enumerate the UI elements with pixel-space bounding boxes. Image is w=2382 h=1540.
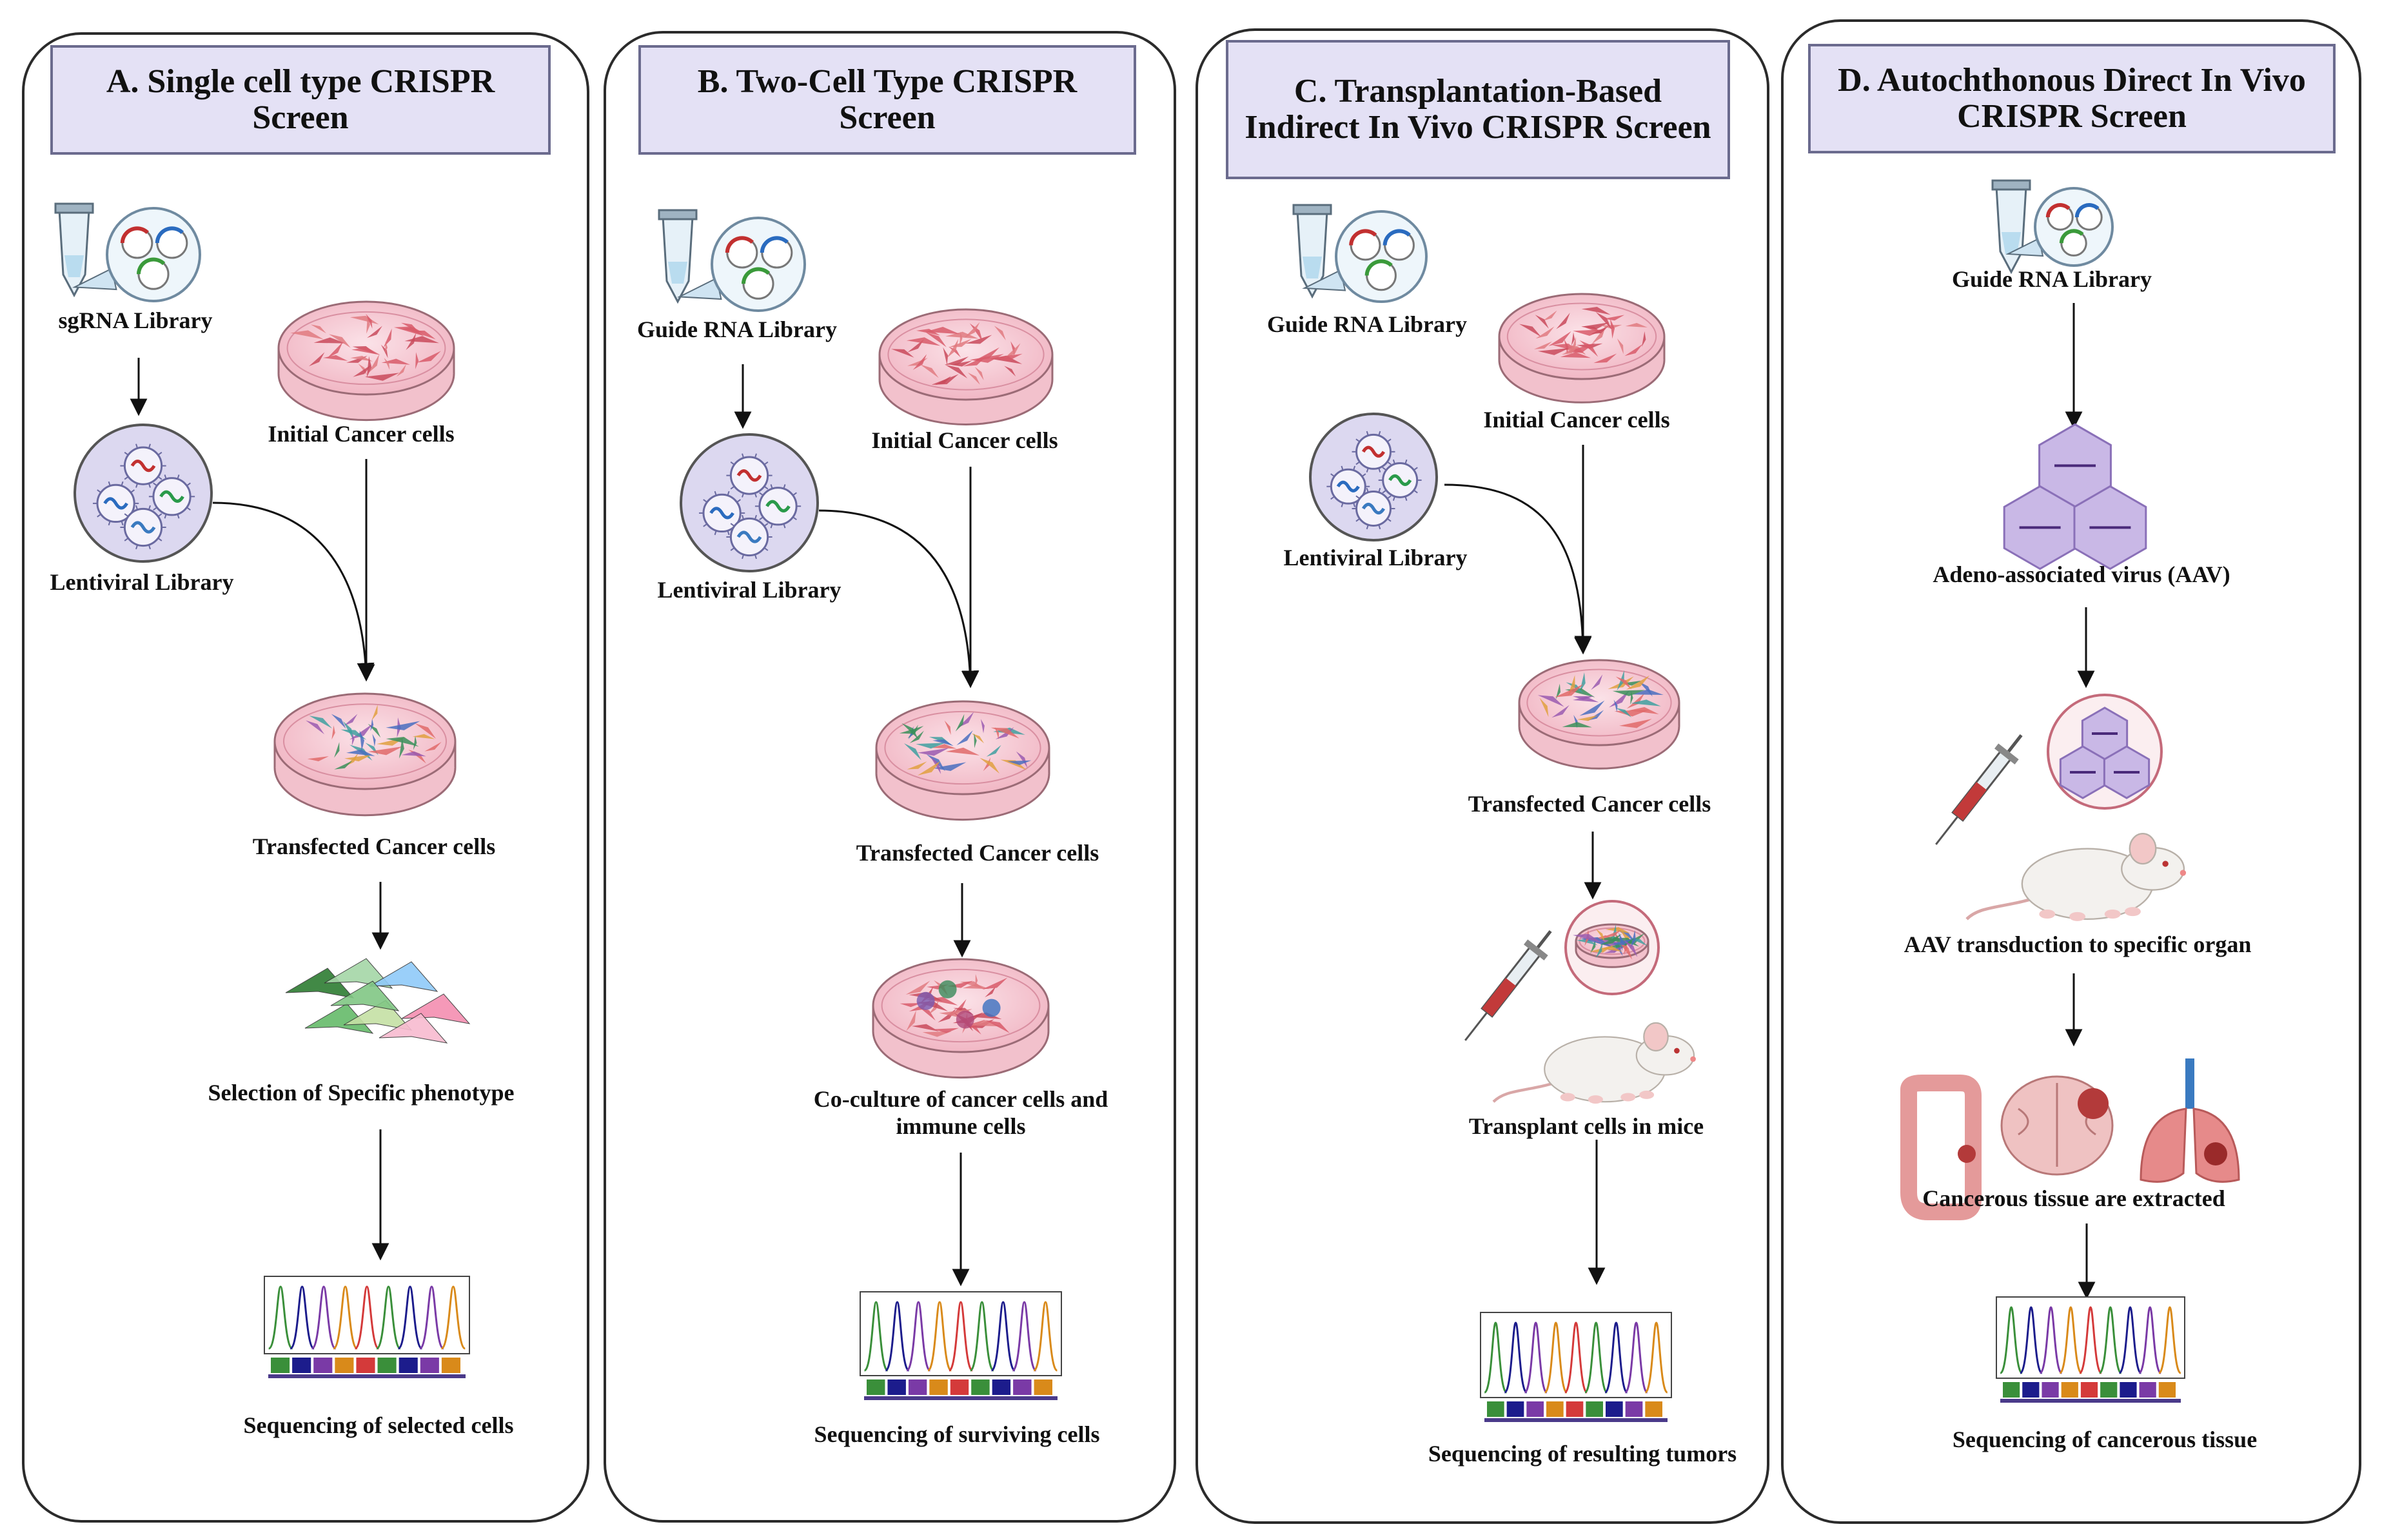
panel-b-lentivirus-icon xyxy=(680,433,819,572)
arrow-a-lentiviral-to-transfected xyxy=(212,502,375,681)
panel-d-guide-rna-label: Guide RNA Library xyxy=(1951,266,2152,292)
sequence-bar xyxy=(268,1358,466,1378)
panel-c-transfected-dish-icon xyxy=(1518,659,1680,770)
panel-d-tissue-label: Cancerous tissue are extracted xyxy=(1922,1185,2225,1211)
panel-c-lentiviral-label: Lentiviral Library xyxy=(1283,545,1468,570)
panel-b-plasmid-icon xyxy=(676,217,806,312)
panel-c-frame xyxy=(1196,28,1769,1524)
arrow-c-lentiviral-to-transfected xyxy=(1444,483,1592,655)
panel-c-tube-icon xyxy=(1292,204,1332,299)
panel-c-title: C. Transplantation-Based Indirect In Viv… xyxy=(1226,40,1730,179)
panel-c-plasmid-icon xyxy=(1302,210,1428,303)
panel-c-initial-dish-icon xyxy=(1498,293,1666,404)
panel-b-coculture-dish-icon xyxy=(872,958,1050,1079)
sequence-bar xyxy=(2000,1382,2181,1403)
panel-a-selection-label: Selection of Specific phenotype xyxy=(208,1080,515,1106)
panel-d-title: D. Autochthonous Direct In Vivo CRISPR S… xyxy=(1808,44,2336,153)
panel-c-zoom-cells-icon xyxy=(1573,923,1649,968)
panel-a-plasmid-icon xyxy=(72,207,201,302)
panel-b-transfected-label: Transfected Cancer cells xyxy=(856,840,1099,866)
panel-d-zoom-aav-icon xyxy=(2059,707,2151,799)
panel-b-coculture-label: Co-culture of cancer cells and immune ce… xyxy=(813,1086,1108,1139)
sequence-bar xyxy=(1484,1401,1668,1422)
panel-c-transfected-label: Transfected Cancer cells xyxy=(1468,791,1711,817)
panel-a-transfected-dish-icon xyxy=(273,692,457,817)
panel-a-lentivirus-icon xyxy=(74,424,213,563)
panel-c-guide-rna-label: Guide RNA Library xyxy=(1266,311,1468,337)
panel-d-lung-icon xyxy=(2140,1058,2240,1183)
panel-a-sgrna-library-label: sgRNA Library xyxy=(58,307,213,333)
panel-d-frame xyxy=(1781,19,2361,1524)
panel-a-initial-dish-icon xyxy=(277,300,455,422)
panel-d-tube-icon xyxy=(1991,179,2031,275)
panel-b-initial-cells-label: Initial Cancer cells xyxy=(871,427,1058,453)
panel-d-transduction-label: AAV transduction to specific organ xyxy=(1904,931,2252,957)
panel-b-tube-icon xyxy=(658,209,698,304)
panel-d-sequencing-label: Sequencing of cancerous tissue xyxy=(1952,1427,2258,1452)
panel-c-chromatogram-icon xyxy=(1480,1312,1672,1422)
panel-b-sequencing-label: Sequencing of surviving cells xyxy=(814,1421,1100,1447)
sequence-bar xyxy=(864,1379,1058,1400)
panel-d-colon-icon xyxy=(1900,1075,1982,1220)
panel-a-lentiviral-label: Lentiviral Library xyxy=(50,569,234,595)
panel-d-plasmid-icon xyxy=(2005,187,2114,267)
panel-c-syringe-icon xyxy=(1464,930,1552,1041)
panel-b-title: B. Two-Cell Type CRISPR Screen xyxy=(638,45,1136,155)
panel-c-mouse-icon xyxy=(1492,1022,1696,1104)
panel-d-aav-icon xyxy=(2003,423,2147,570)
panel-a-sequencing-label: Sequencing of selected cells xyxy=(243,1412,514,1438)
panel-b-frame xyxy=(604,31,1176,1523)
panel-a-chromatogram-icon xyxy=(264,1276,470,1378)
panel-b-transfected-dish-icon xyxy=(875,700,1050,821)
panel-d-brain-icon xyxy=(2000,1075,2114,1176)
panel-b-initial-dish-icon xyxy=(878,308,1054,425)
arrow-b-lentiviral-to-transfected xyxy=(818,509,979,688)
panel-c-initial-cells-label: Initial Cancer cells xyxy=(1483,407,1670,433)
panel-d-chromatogram-icon xyxy=(1996,1296,2185,1403)
panel-a-frame xyxy=(22,32,589,1523)
panel-d-mouse-icon xyxy=(1965,833,2187,921)
panel-a-transfected-label: Transfected Cancer cells xyxy=(252,833,496,859)
panel-b-lentiviral-label: Lentiviral Library xyxy=(657,577,842,603)
panel-d-aav-label: Adeno-associated virus (AAV) xyxy=(1933,561,2230,587)
panel-c-transplant-label: Transplant cells in mice xyxy=(1468,1113,1704,1139)
panel-d-syringe-icon xyxy=(1935,734,2023,845)
panel-b-chromatogram-icon xyxy=(860,1291,1062,1400)
panel-a-title: A. Single cell type CRISPR Screen xyxy=(50,45,551,155)
panel-c-sequencing-label: Sequencing of resulting tumors xyxy=(1428,1441,1737,1467)
panel-a-initial-cells-label: Initial Cancer cells xyxy=(268,421,455,447)
panel-b-guide-rna-label: Guide RNA Library xyxy=(636,317,838,342)
panel-a-selected-cells-icon xyxy=(285,958,471,1044)
flow-arrows xyxy=(130,303,2096,1300)
panel-c-lentivirus-icon xyxy=(1309,413,1438,541)
